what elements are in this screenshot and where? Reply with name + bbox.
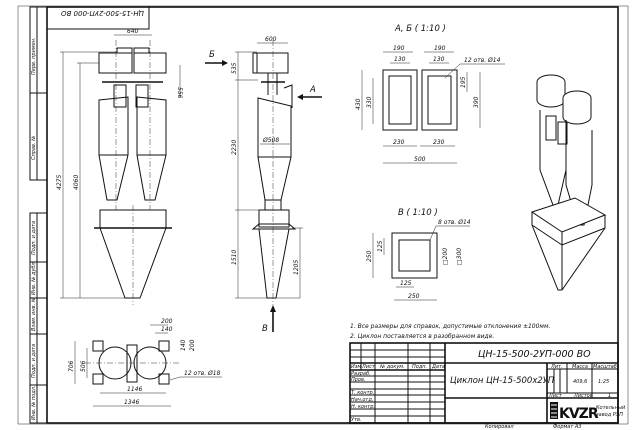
company-line-2: завод РЭП bbox=[596, 412, 623, 418]
sidebar-label: Справ. № bbox=[31, 136, 37, 160]
title-block: Изм Лист № докум. Подп. Дата Разраб. Про… bbox=[349, 342, 626, 430]
dim: 706 bbox=[68, 360, 75, 372]
role-cell: Пров. bbox=[351, 377, 366, 383]
designation: ЦН-15-500-2УП-000 ВО bbox=[478, 349, 591, 360]
product-name: Циклон ЦН-15-500х2УП bbox=[450, 376, 555, 386]
dim: 1146 bbox=[127, 386, 142, 393]
dim-front-total-height: 4275 bbox=[56, 175, 63, 190]
header-cell: № докум. bbox=[379, 364, 405, 370]
sheet-label: Лист bbox=[548, 393, 563, 399]
front-view: 640 4275 4060 556 bbox=[56, 28, 183, 305]
sheets-label: Листов bbox=[573, 393, 593, 399]
header-cell: Лист bbox=[361, 364, 376, 370]
view-arrows: Б А В bbox=[205, 50, 322, 334]
dim: 390 bbox=[473, 96, 480, 108]
arrow-v-label: В bbox=[262, 324, 268, 334]
dim-side-h2: 2230 bbox=[231, 140, 238, 155]
view-ab: А, Б ( 1:10 ) 190 130 190 130 12 отв. Ø1… bbox=[355, 24, 505, 164]
view-ab-title: А, Б ( 1:10 ) bbox=[394, 24, 446, 34]
dim-holes: 12 отв. Ø14 bbox=[464, 57, 501, 64]
drawing-frame bbox=[17, 5, 629, 425]
header-cell: Дата bbox=[431, 364, 445, 370]
plan-view: 200 140 140 200 706 506 12 отв. Ø18 1146… bbox=[68, 318, 222, 407]
dim: 125 bbox=[377, 240, 384, 252]
dim: 200 bbox=[161, 318, 173, 325]
sheets-value: 1 bbox=[608, 393, 611, 399]
dim-front-inlet-height: 556 bbox=[176, 87, 183, 99]
dim: 130 bbox=[394, 56, 406, 63]
dim: 190 bbox=[434, 45, 446, 52]
dim: □200 bbox=[442, 248, 449, 265]
mass-value: 409,6 bbox=[573, 379, 587, 385]
dim: 506 bbox=[80, 360, 87, 372]
company-line-1: Котельный bbox=[596, 405, 626, 411]
dim: 330 bbox=[366, 96, 373, 108]
dim-holes: 12 отв. Ø18 bbox=[184, 370, 221, 377]
role-cell: Утв. bbox=[351, 417, 362, 423]
format-label: Формат А3 bbox=[553, 424, 581, 430]
side-view: Ø508 600 535 2230 1510 1205 bbox=[231, 36, 303, 305]
dim-side-h3: 1510 bbox=[231, 250, 238, 265]
dim-side-width: 600 bbox=[265, 36, 277, 43]
view-v: В ( 1:10 ) 8 отв. Ø14 250 125 □200 □300 … bbox=[366, 208, 471, 301]
lit-label: Лит. bbox=[550, 364, 563, 370]
arrow-b-label: Б bbox=[209, 50, 215, 60]
dim-front-width: 640 bbox=[127, 28, 139, 35]
dim: 1346 bbox=[124, 399, 139, 406]
dim: 230 bbox=[393, 139, 405, 146]
dim: 140 bbox=[180, 339, 187, 351]
rotated-designation: ЦН-15-500-2УП-000 ВО bbox=[61, 9, 144, 17]
arrow-a-label: А bbox=[309, 85, 316, 95]
note-2: 2. Циклон поставляется в разобранном вид… bbox=[350, 333, 494, 340]
dim: 200 bbox=[189, 339, 196, 351]
sidebar-label: Подп. и дата bbox=[31, 221, 37, 255]
role-cell: Разраб. bbox=[351, 371, 371, 377]
scale-label: Масштаб bbox=[593, 364, 617, 370]
copied-label: Копировал bbox=[485, 424, 514, 430]
role-cell: Нач.отд. bbox=[351, 397, 373, 403]
sidebar-label: Перв. примен. bbox=[31, 37, 37, 75]
dim-front-main-height: 4060 bbox=[73, 175, 80, 190]
dim: 125 bbox=[400, 280, 412, 287]
mass-label: Масса bbox=[572, 364, 588, 370]
sidebar-labels: Перв. примен. Справ. № Подп. и дата Инв.… bbox=[31, 9, 144, 420]
dim: 500 bbox=[414, 156, 426, 163]
svg-text:KVZR: KVZR bbox=[559, 406, 599, 422]
notes: 1. Все размеры для справок, допустимые о… bbox=[350, 323, 550, 340]
header-cell: Изм bbox=[351, 364, 361, 370]
dim: 140 bbox=[161, 326, 173, 333]
view-v-title: В ( 1:10 ) bbox=[398, 208, 438, 218]
sidebar-label: Подп. и дата bbox=[31, 344, 37, 378]
dim-side-h4: 1205 bbox=[293, 260, 300, 275]
dim: 195 bbox=[460, 76, 467, 88]
sidebar-label: Инв. № подл. bbox=[31, 386, 37, 421]
company-logo: KVZR bbox=[550, 402, 600, 422]
sidebar-label: Инв. № дубл. bbox=[31, 261, 37, 295]
role-cell: Н. контр. bbox=[351, 404, 375, 410]
dim: 190 bbox=[393, 45, 405, 52]
dim: 230 bbox=[433, 139, 445, 146]
note-1: 1. Все размеры для справок, допустимые о… bbox=[350, 323, 550, 330]
dim-side-h1: 535 bbox=[231, 62, 238, 74]
dim: 430 bbox=[355, 98, 362, 110]
scale-value: 1:25 bbox=[598, 379, 609, 385]
sidebar-label: Взам. инв. № bbox=[31, 297, 37, 331]
dim: 250 bbox=[408, 293, 420, 300]
isometric-view bbox=[530, 74, 607, 291]
dim: 250 bbox=[366, 250, 373, 262]
dim: □300 bbox=[456, 248, 463, 265]
role-cell: Т. контр. bbox=[351, 390, 374, 396]
dim-holes: 8 отв. Ø14 bbox=[438, 219, 471, 226]
dim-side-diameter: Ø508 bbox=[262, 137, 279, 144]
dim: 130 bbox=[433, 56, 445, 63]
header-cell: Подп. bbox=[412, 364, 427, 370]
